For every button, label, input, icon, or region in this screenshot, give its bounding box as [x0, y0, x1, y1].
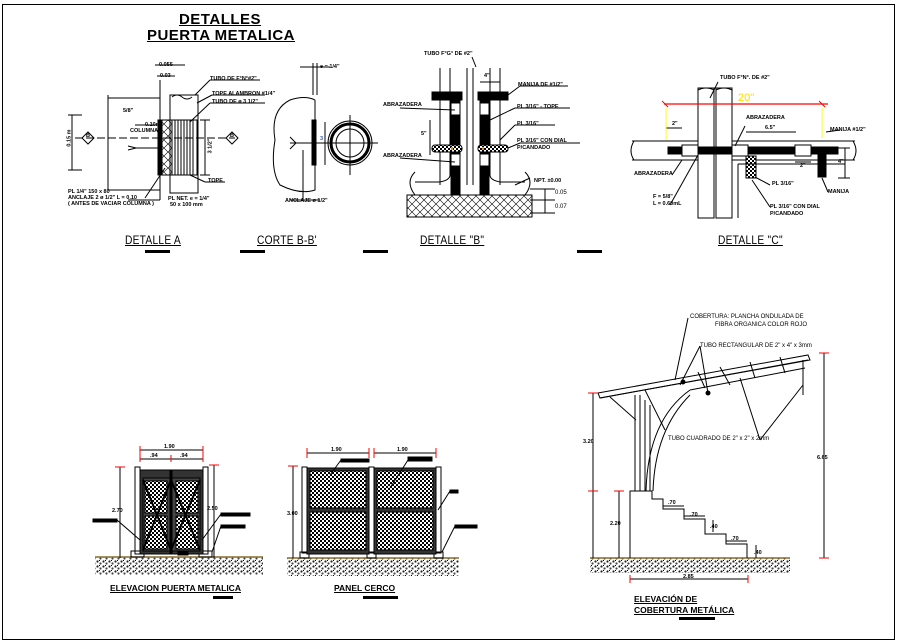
db-dim-005: 0.05 — [555, 190, 567, 196]
ec-label-cobertura2: FIBRA ORGANICA COLOR ROJO — [715, 322, 808, 328]
ep-dim-width: 1.90 — [164, 444, 175, 450]
scale-bar-a — [145, 250, 170, 253]
db-label-npt: NPT. ±0.00 — [534, 178, 562, 184]
ec-dim-base-width: 2.85 — [683, 574, 694, 580]
detalle-c-drawing — [630, 81, 857, 219]
detalle-c-caption: DETALLE "C" — [718, 233, 783, 247]
db-dim-5: 5" — [421, 131, 427, 137]
detalle-a-drawing — [68, 64, 265, 201]
dc-label-abrazadera-top: ABRAZADERA — [746, 115, 785, 121]
scale-bar-cerco — [363, 596, 398, 599]
da-label-tope: TOPE — [208, 178, 223, 184]
dc-dim-4: 4" — [838, 159, 844, 165]
ec-dim-step3: .70 — [731, 536, 739, 542]
sheet-title-line2: PUERTA METALICA — [146, 27, 296, 44]
db-dim-4: 4" — [484, 73, 490, 79]
da-pl-note2: 50 x 100 mm — [170, 202, 203, 208]
scale-bar-b — [363, 250, 388, 253]
db-dim-007: 0.07 — [555, 204, 567, 210]
da-plate-note1: PL 1/4" 150 x 80 — [68, 189, 110, 195]
dc-label-pl-dial2: P/CANDADO — [770, 211, 804, 217]
da-label-tubo-interior: TUBO DE ø 3 1/2" — [212, 99, 259, 105]
dc-dim-2a: 2" — [672, 121, 678, 127]
elevacion-puerta-caption: ELEVACION PUERTA METALICA — [110, 583, 241, 593]
ec-label-cobertura1: COBERTURA: PLANCHA ONDULADA DE — [690, 314, 804, 320]
da-small-note2: 0.10m — [145, 122, 161, 128]
ep-dim-leaf-right: .94 — [180, 453, 188, 459]
sheet-title-line1: DETALLES — [178, 11, 262, 28]
pc-dim-width-left: 1.90 — [331, 447, 342, 453]
elevacion-puerta-drawing — [92, 446, 263, 575]
ec-dim-h-total: 6.65 — [817, 455, 828, 461]
da-dim-left: 0.15 m — [66, 129, 73, 147]
da-plate-note2: ANCLAJE 2 ø 1/2" L = 0.10 — [68, 195, 137, 201]
elevacion-cobertura-caption-line2: COBERTURA METÁLICA — [634, 605, 735, 615]
db-label-pl: PL 3/16" — [517, 121, 539, 127]
scale-bar-c — [577, 250, 602, 253]
pc-dim-height: 3.00 — [287, 511, 298, 517]
db-label-abrazadera1: ABRAZADERA — [383, 102, 422, 108]
dc-f-note: F = 5/8" — [653, 194, 673, 200]
ec-label-tubo-rect: TUBO RECTANGULAR DE 2" x 4" x 3mm — [700, 343, 812, 349]
db-label-tubo: TUBO F°G° DE #2" — [424, 51, 473, 57]
dc-label-pl: PL 3/16" — [772, 181, 794, 187]
ep-dim-height-right: 2.50 — [207, 506, 218, 512]
scale-bar-cobertura — [679, 617, 715, 620]
ec-dim-step2: .70 — [690, 512, 698, 518]
dc-dim-2b: 2" — [800, 163, 806, 169]
scale-bar-puerta — [213, 596, 233, 599]
da-label-tubo: TUBO DE F°N°#2" — [210, 76, 257, 82]
ec-dim-rise2: .40 — [754, 550, 762, 556]
db-label-pl-dial2: P/CANDADO — [517, 145, 551, 151]
da-label-columna: COLUMNA — [130, 128, 159, 134]
dc-label-manija-top: MANIJA #1/2" — [830, 127, 866, 133]
dc-label-abrazadera: ABRAZADERA — [634, 171, 673, 177]
da-dim-top1: 0.055 — [159, 62, 173, 68]
db-label-pl-dial1: PL 3/16" CON DIAL — [517, 138, 567, 144]
da-dim-top2: 0.03 — [160, 73, 171, 79]
cbb-dim-top: e = 1/4" — [320, 64, 340, 70]
corte-bb-drawing — [272, 63, 378, 201]
da-plate-note3: ( ANTES DE VACIAR COLUMNA ) — [68, 201, 154, 207]
db-label-manija: MANIJA DE #1/2" — [518, 82, 563, 88]
db-label-abrazadera2: ABRAZADERA — [383, 153, 422, 159]
dc-dim-20: 20" — [738, 92, 755, 104]
da-label-tope-alambron: TOPE ALAMBRON #1/4" — [212, 91, 276, 97]
da-small-note: 5/8" — [123, 108, 134, 114]
scale-bar-bb — [240, 250, 265, 253]
pc-dim-width-right: 1.90 — [397, 447, 408, 453]
elevacion-cobertura-caption-line1: ELEVACIÓN DE — [634, 594, 698, 604]
ec-dim-step1: .70 — [668, 500, 676, 506]
dc-label-pl-dial1: PL 3/16" CON DIAL — [770, 204, 820, 210]
da-pl-note1: PL NET. e = 1/4" — [168, 196, 210, 202]
ep-dim-height-left: 2.70 — [112, 508, 123, 514]
da-dim-right: 3 1/2" — [207, 138, 214, 154]
panel-cerco-caption: PANEL CERCO — [334, 583, 396, 593]
cbb-marker: 3 — [320, 136, 324, 142]
corte-bb-caption: CORTE B-B' — [257, 233, 317, 247]
ec-dim-h-left: 3.20 — [583, 439, 594, 445]
db-label-pl-tope: PL 3/16" - TOPE — [517, 104, 559, 110]
cbb-anclaje: ANCLAJE ø 1/2" — [285, 198, 328, 204]
ec-dim-h-base: 2.20 — [610, 521, 621, 527]
da-section-mark-right: B — [230, 133, 234, 139]
dc-dim-65: 6.5" — [765, 125, 776, 131]
sheet-border — [2, 4, 895, 640]
elevacion-cobertura-drawing — [588, 317, 829, 583]
ep-dim-leaf-left: .94 — [150, 453, 158, 459]
detalle-b-caption: DETALLE "B" — [420, 233, 485, 247]
dc-l-note: L = 0.60mL — [653, 201, 682, 207]
da-section-mark-left: B — [86, 133, 90, 139]
panel-cerco-drawing — [287, 448, 478, 576]
dc-label-manija: MANIJA — [828, 189, 850, 195]
dc-label-tubo: TUBO F°N°. DE #2" — [720, 75, 770, 81]
detalle-a-caption: DETALLE A — [125, 233, 181, 247]
ec-dim-rise1: .40 — [710, 524, 718, 530]
ec-label-tubo-cuad: TUBO CUADRADO DE 2" x 2" x 2mm — [668, 436, 770, 442]
detalle-b-drawing — [399, 56, 580, 218]
